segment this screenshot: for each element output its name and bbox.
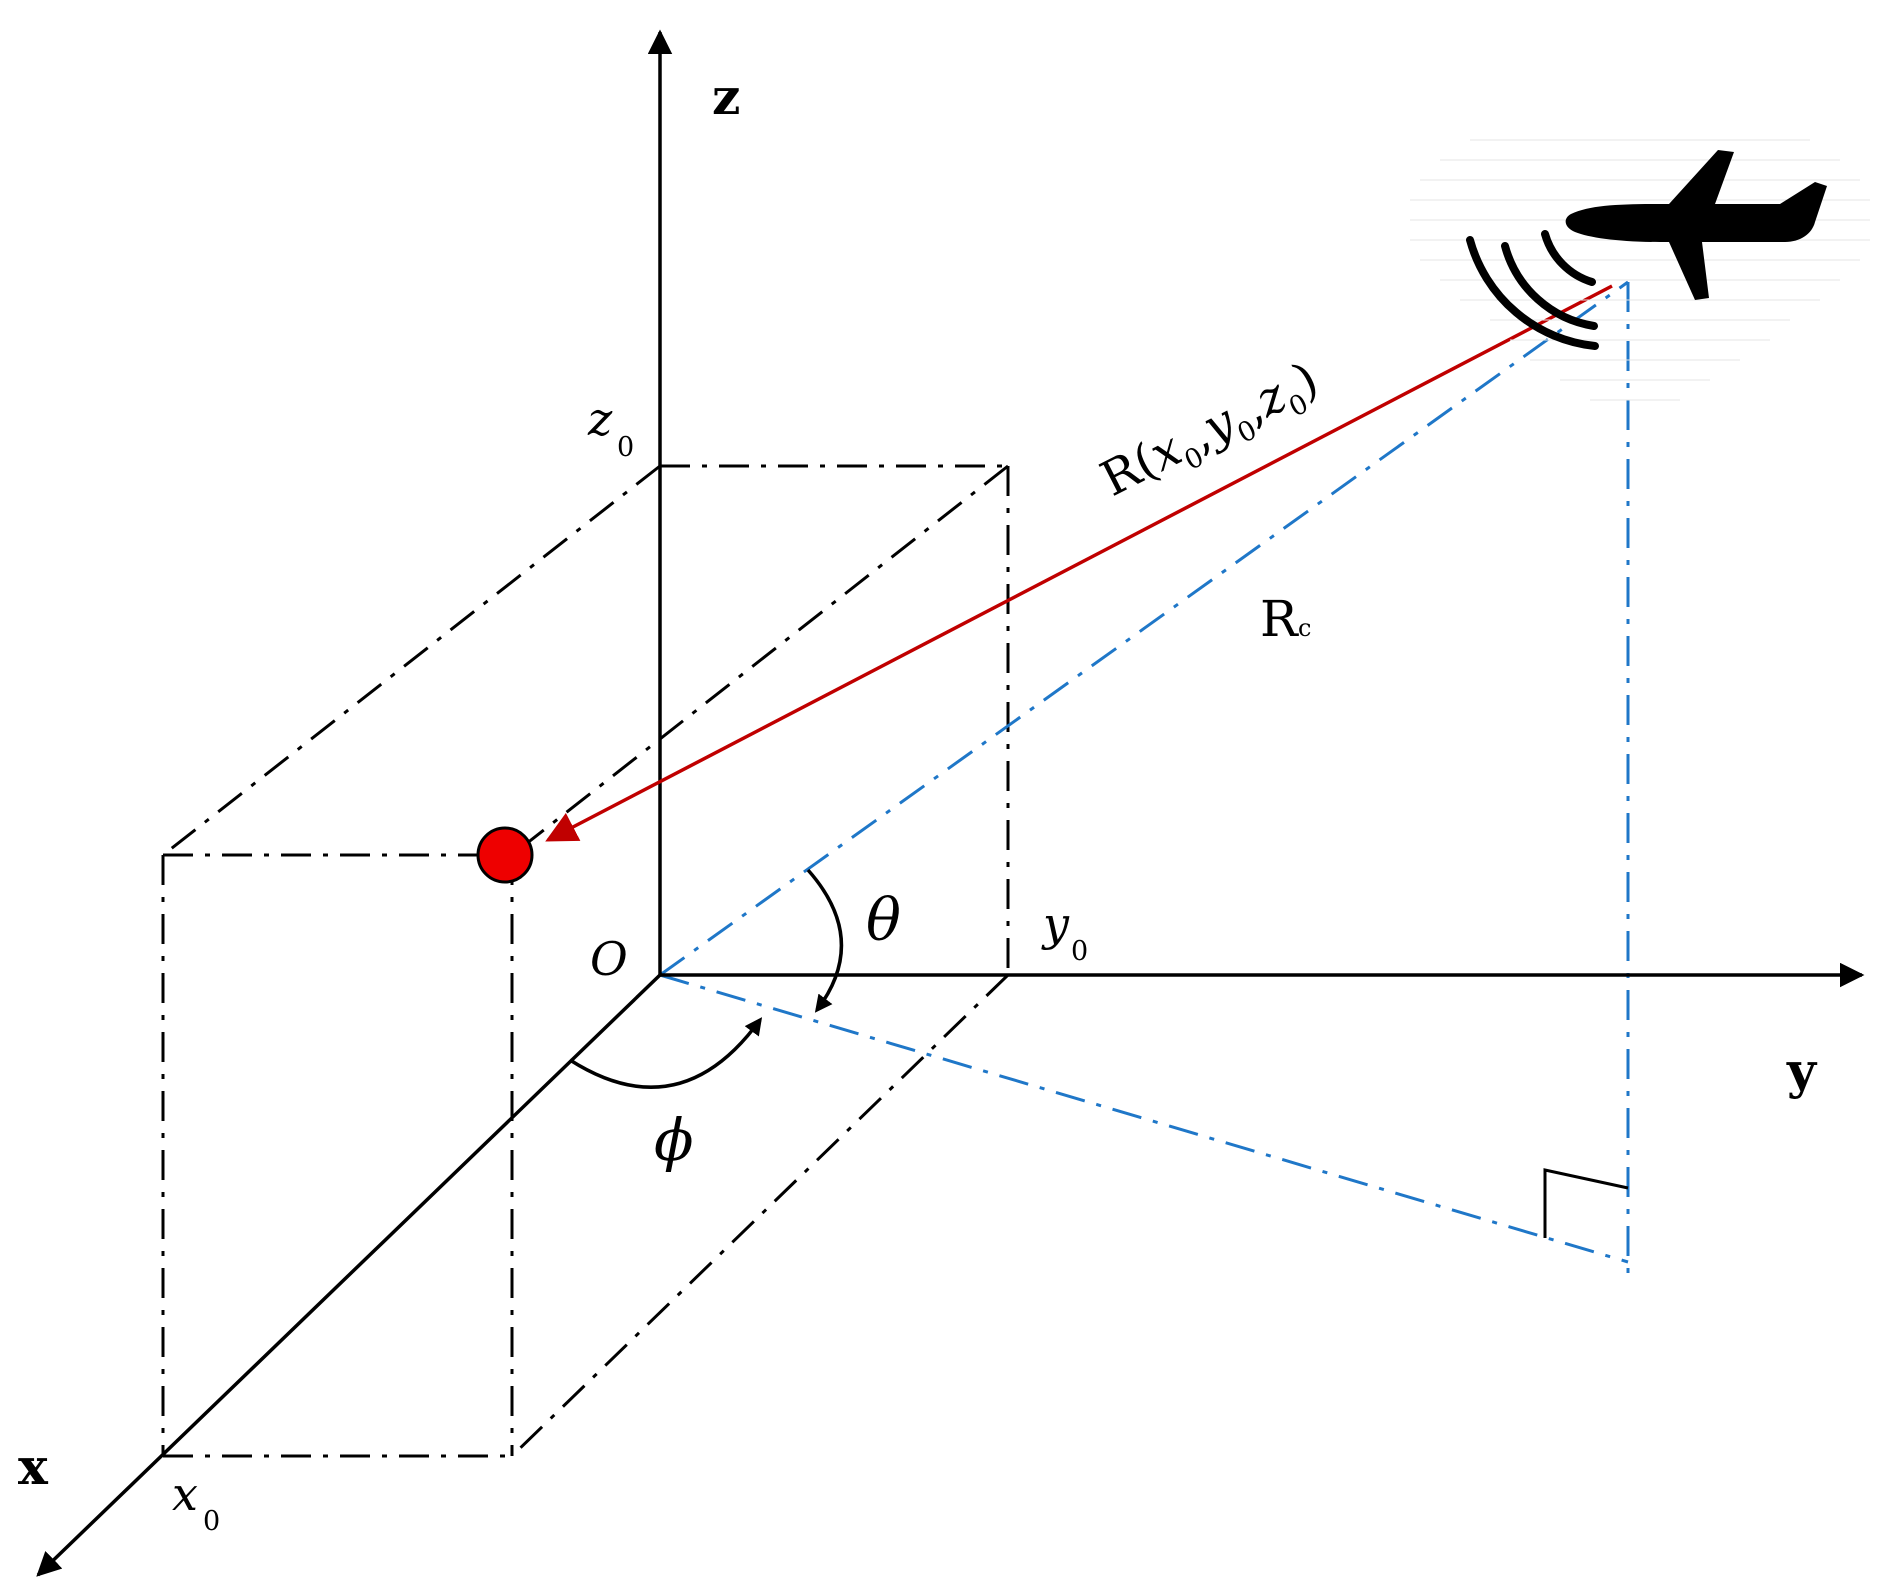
svg-text:c: c xyxy=(1298,614,1311,642)
box-top-right-diagonal xyxy=(511,464,1009,857)
radar-signal-icon xyxy=(1466,230,1599,350)
x-axis-label: x xyxy=(18,1437,49,1496)
airplane-icon xyxy=(1565,150,1827,300)
airplane-halo xyxy=(1410,139,1870,401)
svg-text:z: z xyxy=(587,392,613,446)
svg-text:x: x xyxy=(172,1467,198,1521)
rc-line xyxy=(659,280,1629,977)
svg-text:R: R xyxy=(1260,590,1299,648)
right-angle-marker xyxy=(1543,1168,1629,1238)
range-label: R(x0,y0,z0) xyxy=(1092,351,1330,514)
z-axis-label: z xyxy=(712,67,740,126)
slant-range-line xyxy=(545,284,1613,842)
box-top-left-diagonal xyxy=(162,464,661,857)
theta-arc xyxy=(806,868,844,1013)
origin-label: O xyxy=(590,932,628,986)
y-axis-label: y xyxy=(1786,1041,1818,1100)
svg-text:0: 0 xyxy=(203,1506,220,1537)
x0-label: x 0 xyxy=(172,1467,220,1537)
y0-label: y 0 xyxy=(1041,897,1088,967)
projection-box xyxy=(161,464,1010,1458)
svg-text:0: 0 xyxy=(1071,936,1088,967)
svg-text:R(x0,y0,z0): R(x0,y0,z0) xyxy=(1092,351,1330,514)
axes xyxy=(36,29,1865,1577)
blue-projections xyxy=(659,280,1630,1282)
rc-label: R c xyxy=(1260,590,1311,648)
ground-projection-line xyxy=(659,973,1629,1264)
z0-label: z 0 xyxy=(587,392,634,463)
target-point xyxy=(476,826,534,884)
svg-text:0: 0 xyxy=(617,432,634,463)
svg-text:y: y xyxy=(1041,897,1070,951)
phi-arc xyxy=(569,1017,763,1089)
box-floor-diagonal xyxy=(510,973,1010,1458)
airplane-group xyxy=(1410,139,1870,401)
phi-label: ϕ xyxy=(654,1106,694,1174)
theta-label: θ xyxy=(866,886,901,954)
x-axis xyxy=(36,973,662,1577)
